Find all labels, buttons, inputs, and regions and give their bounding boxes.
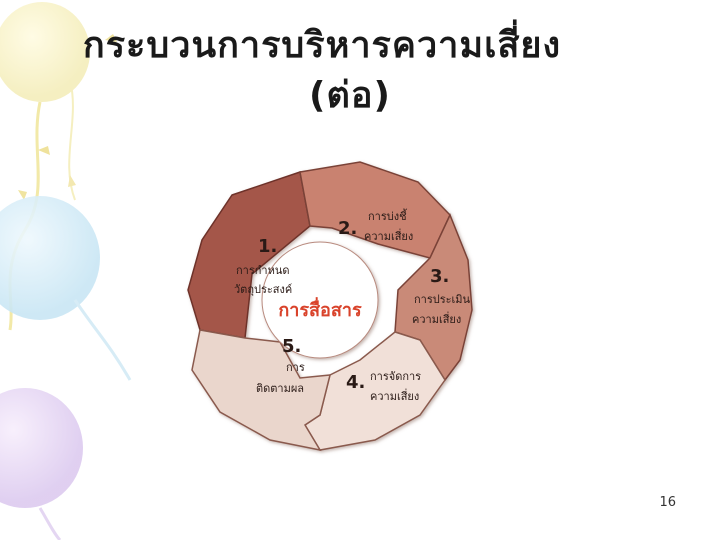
page-number: 16 <box>659 495 676 510</box>
step-1-label-line2: วัตถุประสงค์ <box>234 283 292 296</box>
balloon-yellow <box>0 2 90 102</box>
step-3-number: 3. <box>430 266 449 287</box>
center-label: การสื่อสาร <box>278 297 362 321</box>
step-3-label-line2: ความเสี่ยง <box>412 311 461 326</box>
risk-process-cycle: การสื่อสาร 1. การกำหนด วัตถุประสงค์ 2. ก… <box>187 161 473 452</box>
step-1-label-line1: การกำหนด <box>236 264 290 277</box>
balloon-blue <box>0 196 100 320</box>
step-5-label-line1: การ <box>286 361 305 374</box>
step-4-label-line2: ความเสี่ยง <box>370 388 419 403</box>
balloon-purple <box>0 388 83 508</box>
confetti <box>38 146 50 155</box>
center-circle <box>261 241 379 359</box>
segment-step-5 <box>191 329 331 452</box>
step-2-label-line1: การบ่งชี้ <box>368 208 408 223</box>
step-2-number: 2. <box>338 218 357 239</box>
confetti <box>18 190 27 200</box>
step-1-number: 1. <box>258 236 277 257</box>
step-4-label-line1: การจัดการ <box>370 370 421 383</box>
step-3-label-line1: การประเมิน <box>414 293 471 306</box>
step-5-label-line2: ติดตามผล <box>256 382 304 395</box>
step-2-label-line2: ความเสี่ยง <box>364 228 413 243</box>
slide-subtitle: (ต่อ) <box>309 75 391 116</box>
confetti <box>68 175 76 187</box>
step-4-number: 4. <box>346 372 365 393</box>
confetti <box>105 34 117 42</box>
slide-title: กระบวนการบริหารความเสี่ยง <box>82 25 562 66</box>
step-5-number: 5. <box>282 336 301 357</box>
